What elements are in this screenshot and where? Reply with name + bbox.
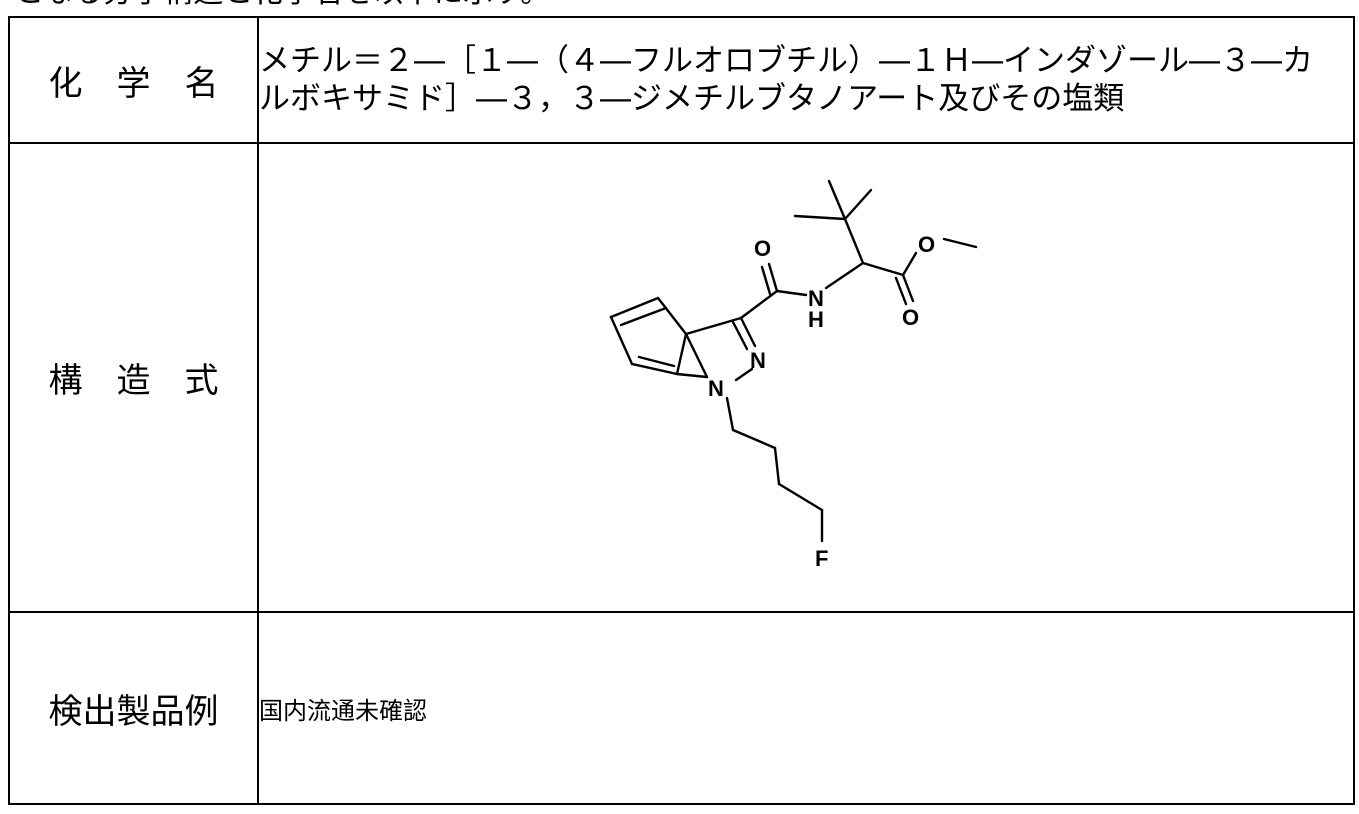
detected-product-label: 検出製品例 (8, 611, 259, 805)
structure-cell: O O N H O N N F (257, 142, 1355, 613)
detected-product-row: 検出製品例 国内流通未確認 (8, 611, 1355, 805)
atom-label-nitrogen: N (708, 376, 724, 401)
chemical-name-cell: メチル＝２―［１―（４―フルオロブチル）―１Ｈ―インダゾール―３―カルボキサミド… (257, 16, 1355, 144)
chemical-name-label: 化 学 名 (8, 16, 259, 144)
structural-formula-diagram: O O N H O N N F (609, 179, 978, 571)
atom-label-fluorine: F (815, 546, 828, 571)
structure-label: 構 造 式 (8, 142, 259, 613)
chemical-name-value: メチル＝２―［１―（４―フルオロブチル）―１Ｈ―インダゾール―３―カルボキサミド… (259, 43, 1313, 117)
detected-product-value: 国内流通未確認 (259, 696, 427, 725)
chemical-name-row: 化 学 名 メチル＝２―［１―（４―フルオロブチル）―１Ｈ―インダゾール―３―カ… (8, 16, 1355, 144)
substance-info-table: 化 学 名 メチル＝２―［１―（４―フルオロブチル）―１Ｈ―インダゾール―３―カ… (8, 16, 1355, 805)
atom-label-oxygen: O (754, 236, 771, 261)
atom-label-oxygen: O (902, 305, 919, 330)
cutoff-header-text: となる分子構造と化学名を以下に示す。 (14, 0, 550, 8)
atom-label-nitrogen: N (808, 286, 824, 311)
detected-product-cell: 国内流通未確認 (257, 611, 1355, 805)
structure-row: 構 造 式 (8, 142, 1355, 613)
atom-label-hydrogen: H (808, 307, 824, 332)
atom-label-oxygen: O (918, 232, 935, 257)
atom-label-nitrogen: N (750, 348, 766, 373)
